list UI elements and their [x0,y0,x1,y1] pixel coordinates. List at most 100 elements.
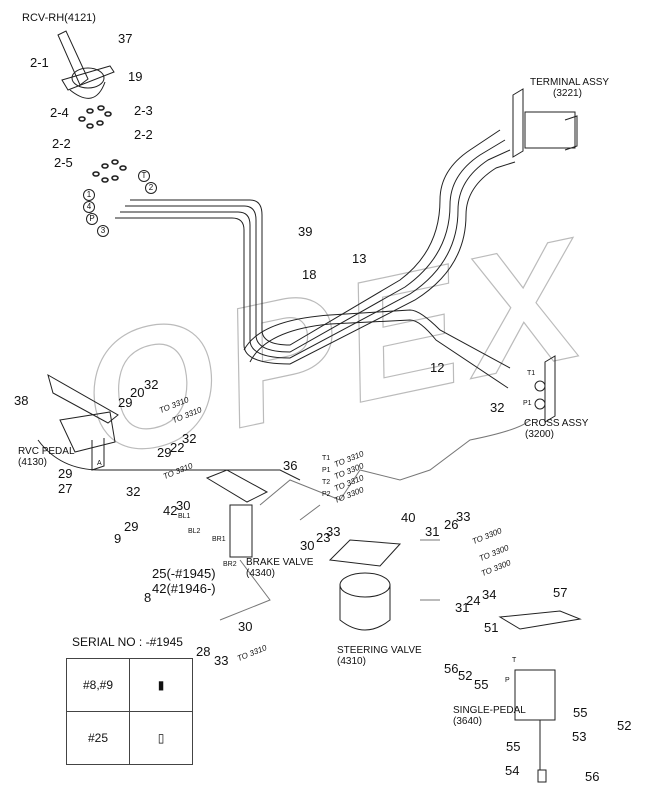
serial-item: #25 [66,711,130,765]
callout-number: 25(-#1945) [152,566,216,581]
callout-number: 42 [163,503,178,518]
table-row: #8,#9 ▮ [66,658,193,712]
port-br2: BR2 [223,561,237,568]
callout-number: 38 [14,393,29,408]
hose-pair-12 [243,309,511,389]
terminal-assy-code: (3221) [553,88,582,99]
serial-table: #8,#9 ▮ #25 ▯ [66,658,193,765]
callout-number: 30 [300,538,315,553]
brake-port: P2 [322,491,331,498]
callout-number: 36 [283,458,298,473]
brake-port: P1 [322,467,331,474]
callout-number: 24 [466,593,481,608]
callout-number: 55 [506,739,521,754]
callout-number: 32 [144,377,159,392]
callout-number: 29 [118,395,133,410]
single-pedal-name: SINGLE-PEDAL [453,705,526,716]
port-mark-4: 4 [83,201,95,213]
callout-number: 42(#1946-) [152,581,216,596]
callout-number: 23 [316,530,331,545]
rvc-pedal [47,373,119,471]
port-mark-1: 1 [83,189,95,201]
joystick-rcv [57,30,115,99]
callout-number: 56 [444,661,459,676]
callout-number: 53 [572,729,587,744]
callout-number: 2-1 [30,55,49,70]
callout-number: 57 [553,585,568,600]
table-row: #25 ▯ [66,711,193,765]
callout-number: 33 [326,524,341,539]
port-mark-t: T [138,170,150,182]
terminal-assy-name: TERMINAL ASSY [530,77,610,88]
rcv-title: RCV-RH(4121) [22,12,96,24]
callout-number: 54 [505,763,520,778]
port-br1: BR1 [212,536,226,543]
rvc-pedal-name: RVC PEDAL [18,446,75,457]
callout-number: 20 [130,385,145,400]
cross-assy-block [534,355,556,423]
cross-assy-name: CROSS ASSY [524,418,589,429]
callout-number: 19 [128,69,143,84]
callout-number: 2-3 [134,103,153,118]
cross-assy-code: (3200) [525,429,554,440]
brake-port: T1 [322,455,331,462]
port-mark-3: 3 [97,225,109,237]
callout-number: 28 [196,644,211,659]
steering-valve-code: (4310) [337,656,366,667]
callout-number: 33 [214,653,229,668]
hose-bundle-13 [115,129,516,365]
callout-number: 12 [430,360,445,375]
brake-valve [37,439,301,558]
rvc-pedal-code: (4130) [18,457,47,468]
steering-valve [328,539,402,631]
callout-number: 2-5 [54,155,73,170]
o-rings [78,105,127,183]
callout-number: 55 [474,677,489,692]
callout-number: 40 [401,510,416,525]
callout-number: 34 [482,587,497,602]
callout-number: 52 [458,668,473,683]
brake-valve-code: (4340) [246,568,275,579]
fitting-part-icon: ▯ [129,711,193,765]
steering-valve-name: STEERING VALVE [337,645,422,656]
serial-item: #8,#9 [66,658,130,712]
port-mark-p: P [86,213,98,225]
port-t1: T1 [527,370,536,377]
port-p1: P1 [523,400,532,407]
callout-number: 22 [170,440,185,455]
port-single-t: T [512,657,517,664]
port-bl1: BL1 [178,513,191,520]
switch-part-icon: ▮ [129,658,193,712]
callout-number: 37 [118,31,133,46]
callout-number: 31 [455,600,470,615]
callout-number: 39 [298,224,313,239]
callout-number: 52 [617,718,632,733]
port-mark-2: 2 [145,182,157,194]
callout-number: 9 [114,531,122,546]
callout-number: 29 [124,519,139,534]
callout-number: 2-2 [134,127,153,142]
brake-valve-name: BRAKE VALVE [246,557,314,568]
callout-number: 26 [444,517,459,532]
callout-number: 27 [58,481,73,496]
callout-number: 18 [302,267,317,282]
single-pedal [498,610,582,783]
connection-lines [219,419,531,621]
callout-number: 32 [182,431,197,446]
callout-number: 2-4 [50,105,69,120]
callout-number: 30 [176,498,191,513]
callout-number: 29 [157,445,172,460]
port-bl2: BL2 [188,528,201,535]
callout-number: 51 [484,620,499,635]
callout-number: 56 [585,769,600,784]
callout-number: 13 [352,251,367,266]
callout-number: 2-2 [52,136,71,151]
brake-port: T2 [322,479,331,486]
callout-number: 8 [144,590,152,605]
callout-number: 32 [490,400,505,415]
port-single-p: P [505,677,510,684]
callout-number: 32 [126,484,141,499]
callout-number: 55 [573,705,588,720]
